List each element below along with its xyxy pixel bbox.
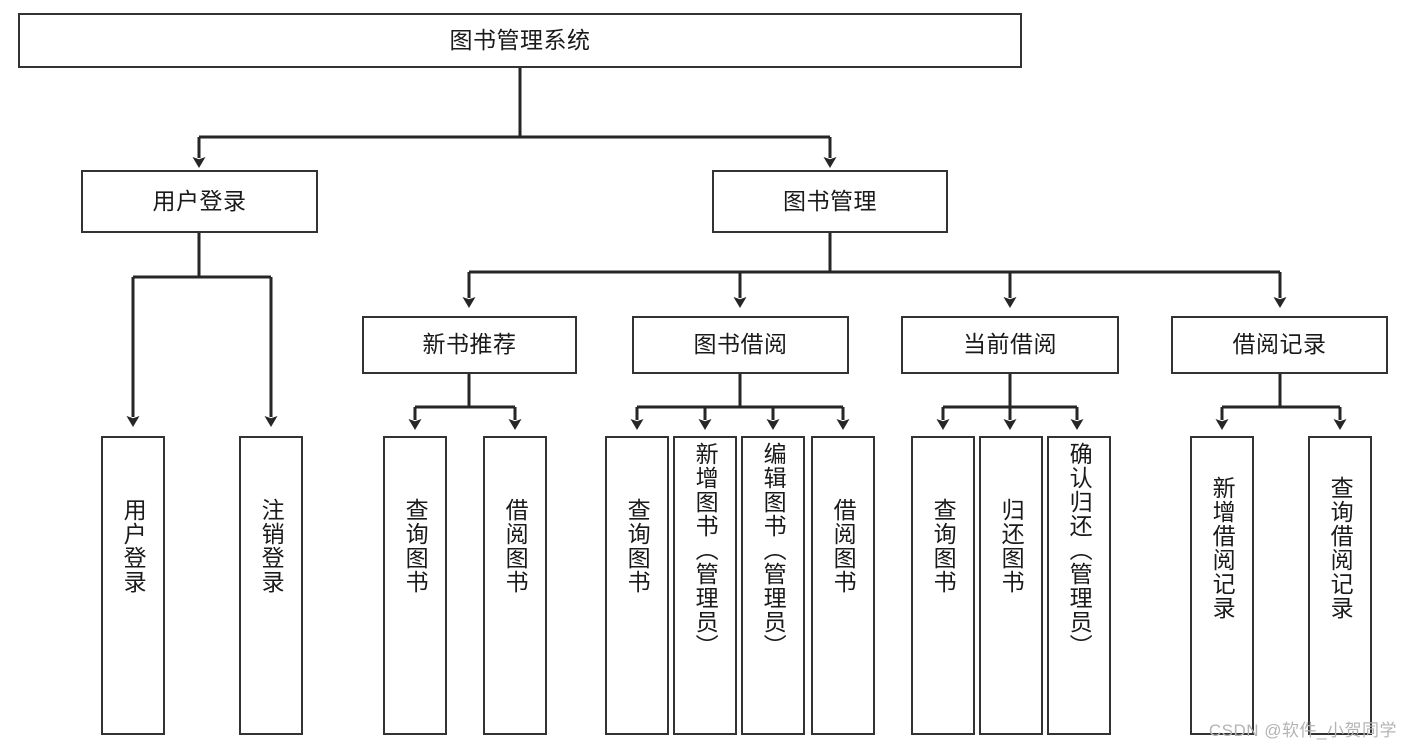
- node-label: 图书管理系统: [449, 26, 591, 53]
- node-label: 查询图书: [930, 498, 957, 594]
- csdn-watermark: CSDN @软件_小贺同学: [1208, 721, 1397, 740]
- node-user-login[interactable]: 用户登录: [81, 170, 318, 233]
- node-label: 编辑图书（管理员）: [760, 442, 787, 658]
- node-current-borrow[interactable]: 当前借阅: [901, 316, 1119, 374]
- leaf-logout-login[interactable]: 注销登录: [239, 436, 303, 735]
- leaf-edit-book-admin[interactable]: 编辑图书（管理员）: [741, 436, 805, 735]
- node-label: 借阅图书: [830, 498, 857, 594]
- node-label: 新书推荐: [422, 331, 517, 358]
- leaf-add-borrow-record[interactable]: 新增借阅记录: [1190, 436, 1254, 735]
- node-label: 确认归还（管理员）: [1066, 442, 1093, 658]
- leaf-borrow-book-recommend[interactable]: 借阅图书: [483, 436, 547, 735]
- leaf-query-book-current[interactable]: 查询图书: [911, 436, 975, 735]
- node-new-book-recommend[interactable]: 新书推荐: [362, 316, 577, 374]
- node-label: 归还图书: [998, 498, 1025, 594]
- leaf-return-book[interactable]: 归还图书: [979, 436, 1043, 735]
- node-label: 当前借阅: [963, 331, 1057, 358]
- node-label: 用户登录: [152, 187, 247, 214]
- node-book-management[interactable]: 图书管理: [712, 170, 948, 233]
- leaf-query-book-borrow[interactable]: 查询图书: [605, 436, 669, 735]
- node-label: 注销登录: [258, 498, 285, 594]
- node-book-borrow[interactable]: 图书借阅: [632, 316, 849, 374]
- node-label: 图书借阅: [693, 331, 788, 358]
- node-label: 新增图书（管理员）: [692, 442, 719, 658]
- leaf-user-login[interactable]: 用户登录: [101, 436, 165, 735]
- node-label: 新增借阅记录: [1209, 476, 1236, 620]
- node-borrow-record[interactable]: 借阅记录: [1171, 316, 1388, 374]
- leaf-add-book-admin[interactable]: 新增图书（管理员）: [673, 436, 737, 735]
- node-label: 借阅图书: [502, 498, 529, 594]
- node-label: 图书管理: [783, 187, 877, 214]
- node-label: 查询图书: [624, 498, 651, 594]
- leaf-query-borrow-record[interactable]: 查询借阅记录: [1308, 436, 1372, 735]
- node-label: 查询图书: [402, 498, 429, 594]
- node-label: 用户登录: [120, 498, 147, 594]
- leaf-confirm-return-admin[interactable]: 确认归还（管理员）: [1047, 436, 1111, 735]
- node-root-system[interactable]: 图书管理系统: [18, 13, 1022, 68]
- node-label: 借阅记录: [1232, 331, 1327, 358]
- leaf-borrow-book[interactable]: 借阅图书: [811, 436, 875, 735]
- leaf-query-book-recommend[interactable]: 查询图书: [383, 436, 447, 735]
- node-label: 查询借阅记录: [1327, 476, 1354, 620]
